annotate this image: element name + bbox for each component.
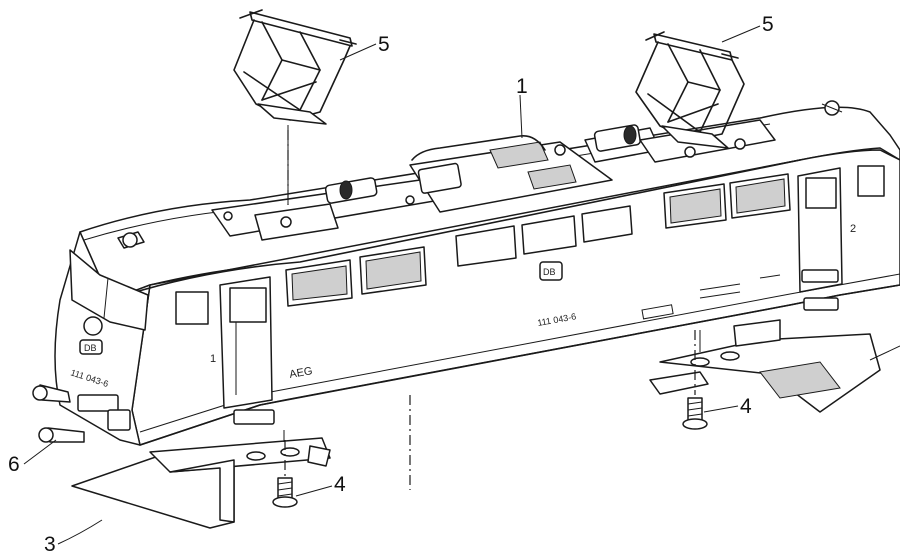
callout-6: 6 bbox=[8, 453, 20, 476]
callout-5-rear: 5 bbox=[762, 13, 774, 36]
db-logo-badge bbox=[539, 261, 563, 281]
side-windows bbox=[455, 205, 633, 267]
callout-4-front: 4 bbox=[334, 473, 346, 496]
pantograph-rear bbox=[635, 31, 745, 149]
roof-equipment bbox=[211, 119, 776, 241]
cab-2-number: 2 bbox=[850, 223, 856, 235]
front-logo-text: DB bbox=[84, 343, 97, 353]
callout-5-front: 5 bbox=[378, 33, 390, 56]
maker-text: AEG bbox=[288, 365, 313, 381]
callout-4-rear: 4 bbox=[740, 395, 752, 418]
screw-front bbox=[272, 477, 298, 508]
cab-1-number: 1 bbox=[210, 353, 216, 365]
leader-lines bbox=[23, 25, 761, 545]
callout-1: 1 bbox=[516, 75, 528, 98]
callout-3: 3 bbox=[44, 533, 56, 556]
side-logo-text: DB bbox=[543, 267, 556, 277]
screw-rear bbox=[682, 397, 708, 430]
locomotive-body: DB 111 043-6 1 2 bbox=[32, 100, 900, 446]
pantograph-front bbox=[233, 9, 357, 205]
side-louvres bbox=[285, 173, 791, 307]
